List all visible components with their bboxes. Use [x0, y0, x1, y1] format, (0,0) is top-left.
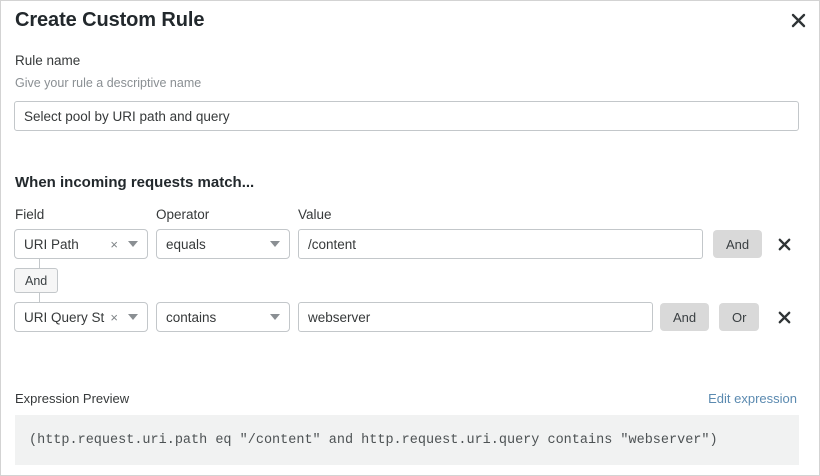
- chevron-down-icon[interactable]: [265, 241, 289, 247]
- delete-row-2-icon[interactable]: [773, 306, 795, 328]
- operator-select-row-2[interactable]: contains: [156, 302, 290, 332]
- chevron-down-icon[interactable]: [123, 314, 147, 320]
- and-button-row-2[interactable]: And: [660, 303, 710, 331]
- edit-expression-link[interactable]: Edit expression: [708, 391, 797, 406]
- delete-row-1-icon[interactable]: [773, 233, 795, 255]
- column-header-value: Value: [298, 207, 332, 222]
- dialog-title: Create Custom Rule: [15, 9, 205, 31]
- or-button-row-2[interactable]: Or: [719, 303, 760, 331]
- field-select-row-2-value: URI Query St...: [24, 309, 105, 325]
- connector-line-top: [39, 259, 40, 268]
- chevron-down-icon[interactable]: [123, 241, 147, 247]
- and-button-row-1[interactable]: And: [713, 230, 763, 258]
- expression-preview-box: (http.request.uri.path eq "/content" and…: [15, 415, 799, 465]
- chevron-down-icon[interactable]: [265, 314, 289, 320]
- column-header-field: Field: [15, 207, 45, 222]
- column-header-operator: Operator: [156, 207, 210, 222]
- operator-select-row-2-value: contains: [166, 309, 217, 325]
- match-section-heading: When incoming requests match...: [15, 174, 255, 191]
- rule-name-input[interactable]: [14, 101, 799, 131]
- expression-preview-text: (http.request.uri.path eq "/content" and…: [29, 432, 718, 448]
- value-input-row-1[interactable]: [298, 229, 703, 259]
- connector-line-bottom: [39, 293, 40, 302]
- clear-icon[interactable]: ×: [110, 236, 118, 252]
- value-input-row-2[interactable]: [298, 302, 653, 332]
- operator-select-row-1-value: equals: [166, 236, 206, 252]
- field-select-row-1[interactable]: URI Path ×: [14, 229, 148, 259]
- field-select-row-2[interactable]: URI Query St... ×: [14, 302, 148, 332]
- rule-name-label: Rule name: [15, 53, 81, 68]
- rule-name-description: Give your rule a descriptive name: [15, 76, 202, 90]
- field-select-row-1-value: URI Path: [24, 236, 79, 252]
- operator-select-row-1[interactable]: equals: [156, 229, 290, 259]
- expression-preview-label: Expression Preview: [15, 391, 130, 406]
- connector-and-button[interactable]: And: [14, 268, 59, 293]
- close-icon[interactable]: [785, 7, 811, 33]
- row-connector: And: [14, 259, 134, 304]
- clear-icon[interactable]: ×: [110, 309, 118, 325]
